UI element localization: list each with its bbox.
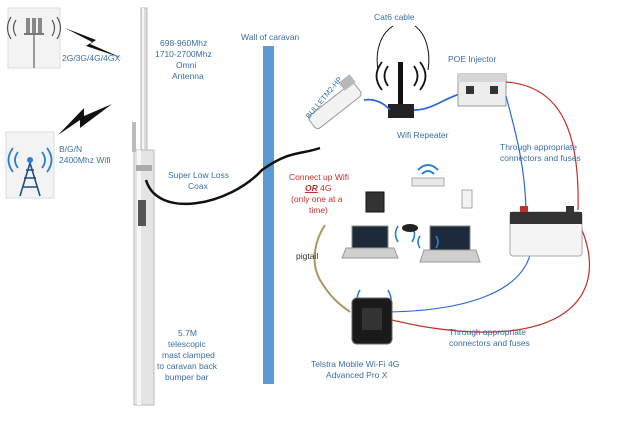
connect-note: time) [309,205,328,215]
mast-label: to caravan back [157,361,218,371]
telstra-mobile-wifi-device [351,289,393,345]
poe-injector [457,73,507,107]
connect-4g: 4G [317,183,332,193]
telstra-label: Advanced Pro X [326,370,388,380]
omni-antenna [140,7,148,159]
poe-injector-label: POE Injector [448,54,497,64]
wifi-repeater-label: Wifi Repeater [397,130,449,140]
mast-label: bumper bar [165,372,209,382]
connect-note: Connect up Wifi [289,172,349,182]
caravan-wall [263,46,274,384]
fuses-label: Through appropriate [500,142,578,152]
pigtail-cable [313,224,351,313]
coax-label: Super Low Loss [168,170,229,180]
coax-cable [144,146,321,205]
pigtail-label: pigtail [296,251,319,261]
fuses-label: Through appropriate [449,327,527,337]
caravan-wall-label: Wall of caravan [241,32,300,42]
laptop-icon [341,225,399,259]
laptop-icon [419,225,481,263]
coax-label: Coax [188,181,208,191]
cell-bands-label: 2G/3G/4G/4GX [62,53,121,63]
cat6-cable-label: Cat6 cable [374,12,415,22]
power-cable [375,229,591,333]
power-cable [379,254,531,313]
cat6-cable [414,25,430,71]
cell-tower-icon [6,7,62,69]
battery [509,206,583,257]
omni-antenna-label: Antenna [172,71,204,81]
tablet-icon [365,191,385,213]
telescopic-mast [132,122,155,406]
cat6-cable [376,25,394,71]
smartphone-icon [461,189,473,209]
connect-note: (only one at a [291,194,343,204]
omni-antenna-label: 1710-2700Mhz [155,49,212,59]
wifi-bands-label: B/G/N [59,144,83,154]
wifi-bands-label: 2400Mhz Wifi [59,155,111,165]
wifi-signal-icon [394,224,439,249]
fuses-label: connectors and fuses [449,338,530,348]
omni-antenna-label: Omni [176,60,197,70]
telstra-label: Telstra Mobile Wi-Fi 4G [311,359,400,369]
mast-label: telescopic [168,339,206,349]
wifi-repeater [375,61,427,118]
power-cable [505,95,527,211]
fuses-label: connectors and fuses [500,153,581,163]
lightning-bolt-icon [58,104,112,135]
power-cable [505,81,579,211]
wifi-tower-icon [5,131,55,199]
connect-note: OR 4G [305,183,331,194]
mast-label: mast clamped [162,350,215,360]
wifi-router-icon [411,164,445,187]
bullet-m2-hp-device [308,74,362,130]
mast-label: 5.7M [178,328,197,338]
ethernet-cable [413,93,461,111]
ethernet-cable [363,98,391,111]
omni-antenna-label: 698-960Mhz [160,38,208,48]
connect-or: OR [305,183,318,193]
